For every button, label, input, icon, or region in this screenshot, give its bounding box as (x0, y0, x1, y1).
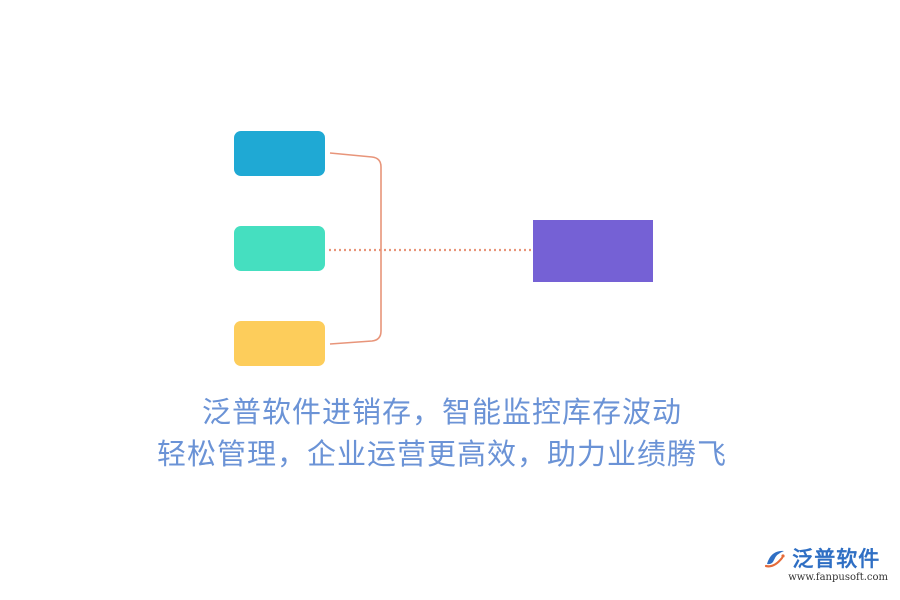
brand-logo: 泛普软件 www.fanpusoft.com (762, 546, 888, 586)
node-box-target (533, 220, 653, 282)
logo-name: 泛普软件 (792, 547, 881, 571)
caption-line-2: 轻松管理，企业运营更高效，助力业绩腾飞 (156, 437, 727, 471)
fanpu-logo-icon (765, 550, 785, 568)
bracket-connector (329, 152, 382, 345)
node-box-bottom (234, 321, 325, 366)
node-box-middle (234, 226, 325, 271)
node-box-top (234, 131, 325, 176)
logo-url: www.fanpusoft.com (788, 572, 888, 583)
caption-line-1: 泛普软件进销存，智能监控库存波动 (201, 395, 682, 429)
